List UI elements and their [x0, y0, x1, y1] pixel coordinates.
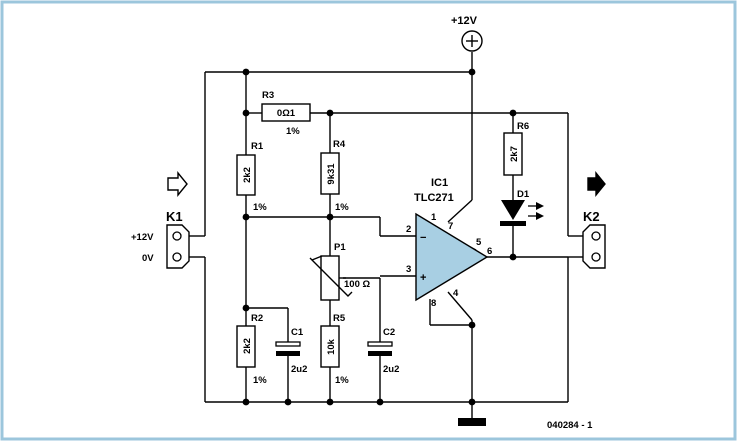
r1-value: 2k2	[242, 167, 253, 183]
resistor-r1: 2k2 R1 1%	[236, 141, 267, 213]
ic1-plus: +	[420, 272, 426, 284]
r5-name: R5	[333, 313, 346, 324]
resistor-r4: 9k31 R4 1%	[320, 139, 349, 213]
r2-tolerance: 1%	[253, 375, 267, 386]
r2-value: 2k2	[242, 338, 253, 354]
r3-value: 0Ω1	[277, 108, 296, 119]
r3-name: R3	[262, 90, 274, 101]
c2-name: C2	[383, 327, 395, 338]
d1-name: D1	[517, 189, 530, 200]
ic1-pin1: 1	[431, 212, 437, 223]
figure-number: 040284 - 1	[547, 420, 593, 431]
r5-value: 10k	[326, 338, 337, 355]
r2-name: R2	[251, 313, 263, 324]
connector-k1: K1 +12V 0V	[131, 171, 190, 269]
r3-tolerance: 1%	[286, 126, 300, 137]
connector-k2: K2	[582, 171, 606, 269]
ic1-name: IC1	[431, 177, 448, 189]
p1-value: 100 Ω	[344, 279, 370, 290]
potentiometer-p1: P1 100 Ω	[309, 242, 370, 301]
k1-pin-top: +12V	[131, 232, 154, 243]
ground-icon	[458, 418, 486, 426]
k1-pin-bottom: 0V	[142, 253, 154, 264]
led-d1: D1	[500, 189, 544, 226]
resistor-r3: 0Ω1 R3 1%	[261, 90, 311, 137]
capacitor-c2: C2 2u2	[367, 327, 399, 375]
ic1-pin5: 5	[476, 237, 482, 248]
p1-name: P1	[334, 242, 346, 253]
r4-tolerance: 1%	[335, 202, 349, 213]
resistor-r5: 10k R5 1%	[320, 313, 349, 386]
c1-value: 2u2	[291, 364, 307, 375]
k1-connector-body	[166, 224, 190, 269]
ic1-pin6: 6	[487, 246, 492, 257]
trim-adjust-icon	[309, 255, 353, 297]
r5-tolerance: 1%	[335, 375, 349, 386]
r4-name: R4	[333, 139, 346, 150]
supply-terminal: +12V	[451, 15, 483, 52]
output-arrow-icon	[587, 171, 606, 197]
k1-name: K1	[166, 209, 183, 224]
ic1-pin3: 3	[406, 264, 411, 275]
opamp-ic1: IC1 TLC271 − + 1 2 3 4 5 6 7 8	[406, 177, 492, 309]
ic1-pin7: 7	[448, 221, 453, 232]
ic1-minus: −	[420, 232, 426, 244]
r6-value: 2k7	[509, 146, 520, 162]
opamp-triangle	[415, 212, 489, 302]
resistor-r2: 2k2 R2 1%	[236, 313, 267, 386]
capacitor-c1: C1 2u2	[275, 327, 307, 375]
input-arrow-icon	[167, 171, 188, 197]
junction-dots	[242, 68, 517, 406]
ic1-pin2: 2	[406, 224, 411, 235]
r4-value: 9k31	[326, 163, 337, 185]
ic1-pin8: 8	[431, 298, 436, 309]
r1-name: R1	[251, 141, 264, 152]
supply-label: +12V	[451, 15, 478, 27]
r6-name: R6	[517, 121, 529, 132]
diode-icon	[501, 200, 525, 220]
ic1-part: TLC271	[414, 192, 454, 204]
ic1-pin4: 4	[453, 288, 459, 299]
c2-value: 2u2	[383, 364, 399, 375]
k2-name: K2	[583, 209, 600, 224]
c1-name: C1	[291, 327, 304, 338]
r1-tolerance: 1%	[253, 202, 267, 213]
resistor-r6: 2k7 R6	[503, 121, 529, 176]
k2-connector-body	[582, 224, 606, 269]
